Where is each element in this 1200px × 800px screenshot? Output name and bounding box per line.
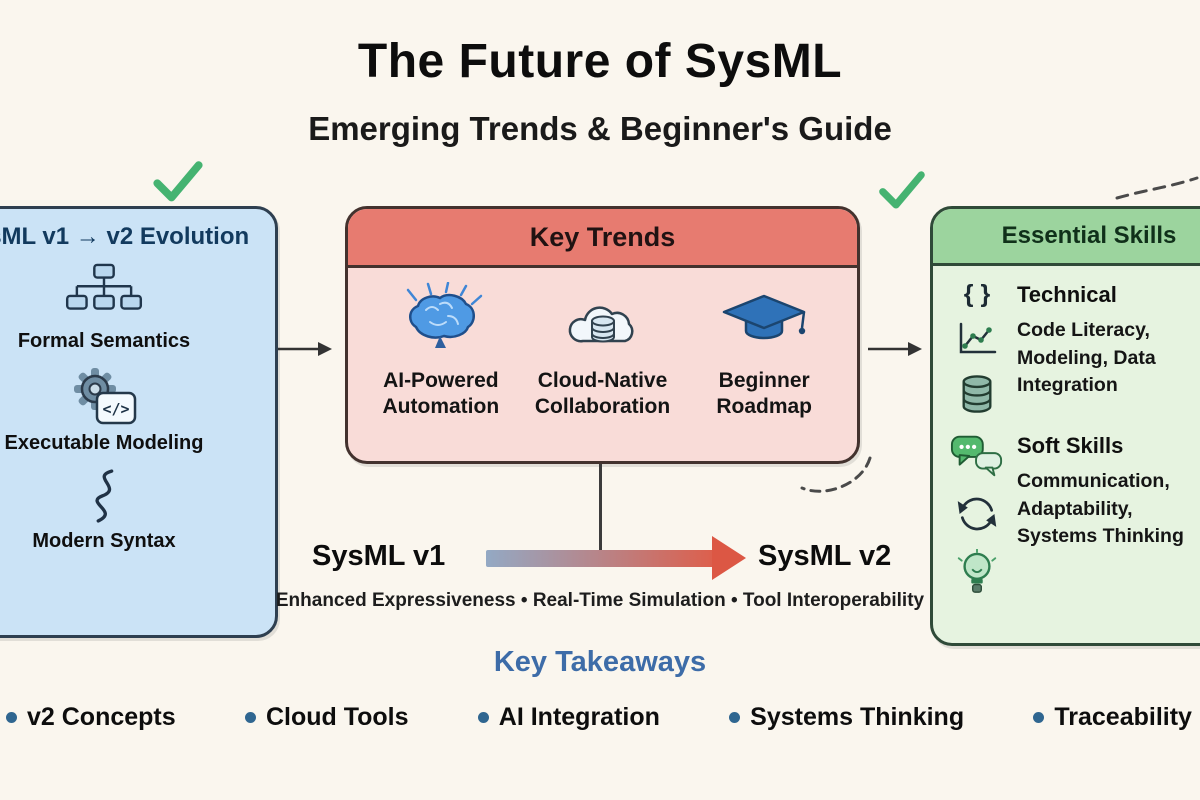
takeaway-item: Cloud Tools	[244, 703, 409, 732]
gradient-arrow-bar	[486, 550, 714, 567]
takeaway-item: Traceability	[1033, 703, 1192, 732]
bullet-dot-icon	[6, 712, 17, 723]
transition-features: Enhanced Expressiveness • Real-Time Simu…	[275, 590, 925, 611]
bullet-dot-icon	[729, 712, 741, 723]
technical-description: Code Literacy, Modeling, Data Integratio…	[1017, 319, 1156, 397]
evolution-item-label: Modern Syntax	[32, 530, 176, 552]
trends-panel-title: Key Trends	[529, 221, 676, 252]
evolution-item-label: Formal Semantics	[17, 330, 191, 352]
evolution-panel: SysML v1 → v2 Evolution Formal Semantics	[0, 206, 278, 638]
page-title: The Future of SysML	[357, 35, 843, 88]
gradient-arrow-head	[712, 536, 746, 580]
takeaway-item: Systems Thinking	[729, 703, 964, 732]
trends-panel: Key Trends	[345, 206, 860, 464]
trend-item-cloud: Cloud-Native Collaboration	[522, 276, 684, 419]
page-subtitle: Emerging Trends & Beginner's Guide	[308, 110, 892, 147]
skills-panel: Essential Skills { }	[930, 206, 1200, 646]
takeaway-item: v2 Concepts	[6, 703, 176, 732]
chat-bubbles-icon	[950, 435, 1003, 477]
takeaways-row: v2 Concepts Cloud Tools AI Integration S…	[6, 703, 1192, 732]
flow-arrow-icon	[278, 342, 332, 356]
dashed-curve-decoration	[800, 456, 872, 493]
takeaway-label: Traceability	[1054, 703, 1192, 731]
soft-skill-icons	[949, 433, 1005, 599]
trends-panel-header: Key Trends	[348, 209, 857, 268]
graduation-cap-icon	[722, 294, 806, 340]
takeaway-item: AI Integration	[477, 703, 660, 732]
sysml-v2-label: SysML v2	[758, 540, 892, 572]
takeaway-label: Systems Thinking	[750, 703, 965, 731]
vertical-connector-line	[599, 464, 602, 554]
squiggle-icon	[95, 469, 114, 523]
chart-icon	[959, 322, 997, 354]
trend-item-roadmap: Beginner Roadmap	[683, 276, 845, 419]
evolution-item-executable-modeling: </> Executable Modeling	[4, 365, 204, 455]
evolution-panel-title: SysML v1 → v2 Evolution	[0, 223, 250, 250]
bullet-dot-icon	[244, 712, 256, 723]
takeaway-label: Cloud Tools	[265, 703, 409, 731]
gear-code-icon: </>	[74, 368, 137, 425]
technical-heading: Technical	[1017, 282, 1117, 307]
brain-icon	[406, 282, 483, 348]
dashed-line-decoration	[1115, 176, 1199, 200]
trend-icon-wrap	[396, 276, 486, 368]
technical-skill-icons: { }	[949, 282, 1005, 417]
soft-skills-description: Communication, Adaptability, Systems Thi…	[1017, 470, 1184, 548]
trend-icon-wrap	[561, 276, 645, 368]
bullet-dot-icon	[477, 712, 489, 723]
takeaways-heading: Key Takeaways	[493, 646, 707, 678]
evolution-item-formal-semantics: Formal Semantics	[18, 263, 190, 353]
trend-label: Beginner Roadmap	[716, 369, 813, 418]
trends-panel-body: AI-Powered Automation	[348, 268, 857, 419]
evolution-item-label: Executable Modeling	[4, 432, 204, 454]
trend-label: AI-Powered Automation	[382, 369, 500, 418]
code-glyph: </>	[102, 400, 129, 418]
checkmark-icon	[153, 161, 203, 202]
soft-skills-section: Soft Skills Communication, Adaptability,…	[949, 433, 1200, 599]
technical-skill-text: Technical Code Literacy, Modeling, Data …	[1017, 282, 1189, 417]
takeaway-label: AI Integration	[498, 703, 660, 731]
braces-icon: { }	[963, 280, 991, 308]
bullet-dot-icon	[1033, 712, 1045, 723]
lightbulb-icon	[956, 549, 998, 593]
soft-skills-heading: Soft Skills	[1017, 433, 1124, 458]
technical-skills-section: { }	[949, 282, 1200, 417]
sysml-v1-label: SysML v1	[312, 540, 446, 572]
skills-panel-title: Essential Skills	[1001, 222, 1177, 249]
skills-panel-header: Essential Skills	[933, 209, 1200, 266]
database-icon	[962, 375, 992, 413]
trend-icon-wrap	[720, 276, 808, 368]
checkmark-icon	[879, 171, 925, 209]
evolution-item-modern-syntax: Modern Syntax	[32, 467, 176, 553]
trend-label: Cloud-Native Collaboration	[534, 369, 671, 418]
hierarchy-icon	[65, 263, 143, 310]
takeaway-label: v2 Concepts	[27, 703, 176, 731]
cycle-arrows-icon	[957, 497, 997, 531]
cloud-database-icon	[568, 306, 633, 343]
skills-panel-body: { }	[933, 266, 1200, 599]
soft-skill-text: Soft Skills Communication, Adaptability,…	[1017, 433, 1189, 599]
trend-item-ai: AI-Powered Automation	[360, 276, 522, 419]
flow-arrow-icon	[868, 342, 922, 356]
